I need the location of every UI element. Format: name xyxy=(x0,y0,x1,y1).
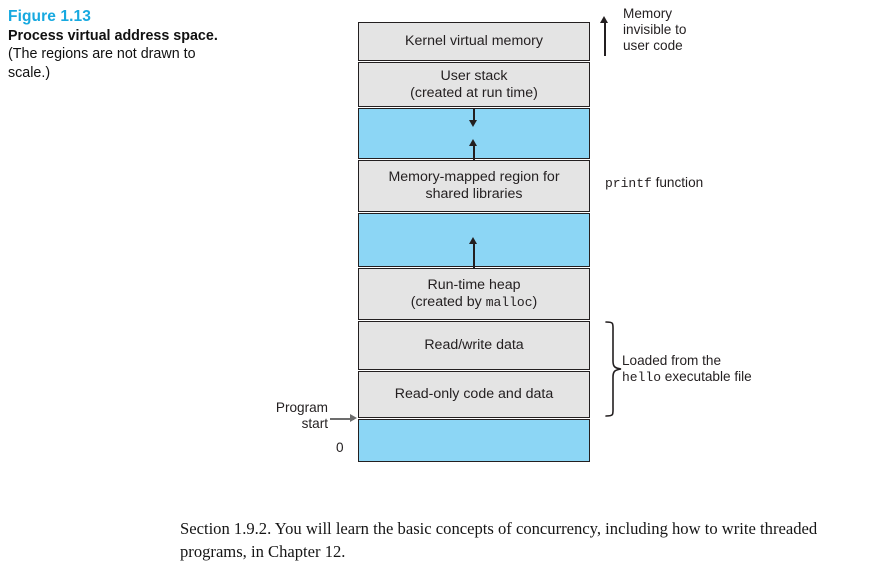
annotation-loaded-from-executable: Loaded from the hello executable file xyxy=(622,353,752,386)
region-read-write-data: Read/write data xyxy=(358,321,590,370)
heap-label-prefix: (created by xyxy=(410,294,486,310)
annotation-line-2: start xyxy=(301,416,328,432)
region-label: Run-time heap (created by malloc) xyxy=(411,277,537,311)
body-paragraph: Section 1.9.2. You will learn the basic … xyxy=(180,518,818,561)
heap-grows-up-arrow-shaft xyxy=(473,243,475,269)
annotation-line-1: Memory xyxy=(623,6,673,21)
mmap-grows-up-arrowhead-icon xyxy=(469,139,477,146)
figure-caption-title: Process virtual address space. xyxy=(8,28,218,44)
kernel-memory-arrow-shaft xyxy=(604,22,606,56)
region-user-stack: User stack (created at run time) xyxy=(358,62,590,107)
mmap-grows-up-arrow-shaft xyxy=(473,145,475,160)
stack-grows-down-arrowhead-icon xyxy=(469,120,477,127)
region-read-only-code-and-data: Read-only code and data xyxy=(358,371,590,418)
region-kernel-virtual-memory: Kernel virtual memory xyxy=(358,22,590,61)
address-zero-label: 0 xyxy=(336,440,344,455)
region-label: User stack (created at run time) xyxy=(410,68,538,102)
figure-number: Figure 1.13 xyxy=(8,8,91,25)
annotation-memory-invisible: Memory invisible to user code xyxy=(623,6,686,55)
region-label-line2: (created by malloc) xyxy=(411,294,537,310)
malloc-code-token: malloc xyxy=(485,295,533,310)
annotation-line-1: Loaded from the xyxy=(622,353,721,368)
program-start-arrow-shaft xyxy=(330,418,354,420)
region-unmapped-low-memory xyxy=(358,419,590,462)
program-start-arrowhead-icon xyxy=(350,414,357,422)
annotation-printf-function: printf function xyxy=(605,175,703,192)
figure-caption-text: Process virtual address space. (The regi… xyxy=(8,27,238,82)
region-label: Memory-mapped region for shared librarie… xyxy=(388,169,559,203)
region-label: Kernel virtual memory xyxy=(405,33,543,49)
region-run-time-heap: Run-time heap (created by malloc) xyxy=(358,268,590,320)
stack-grows-down-arrow-shaft xyxy=(473,108,475,123)
figure-caption: Figure 1.13 Process virtual address spac… xyxy=(8,8,238,82)
region-label-line1: Run-time heap xyxy=(427,277,521,293)
region-label-line2: (created at run time) xyxy=(410,84,538,101)
region-label: Read-only code and data xyxy=(394,386,554,402)
printf-code-token: printf xyxy=(605,176,652,191)
annotation-line-3: user code xyxy=(623,38,683,54)
region-label-line1: User stack xyxy=(440,67,508,84)
region-label-line2: shared libraries xyxy=(425,186,523,202)
region-memory-mapped: Memory-mapped region for shared librarie… xyxy=(358,160,590,212)
hello-code-token: hello xyxy=(622,370,662,386)
heap-label-suffix: ) xyxy=(532,294,538,310)
annotation-program-start: Program start xyxy=(238,400,328,432)
annotation-line-2: hello executable file xyxy=(622,369,752,386)
region-label-line1: Memory-mapped region for xyxy=(388,169,560,185)
kernel-memory-arrowhead-icon xyxy=(600,16,608,23)
loaded-from-brace-icon xyxy=(605,321,622,417)
process-virtual-address-space-diagram: Kernel virtual memory User stack (create… xyxy=(238,6,752,462)
heap-grows-up-arrowhead-icon xyxy=(469,237,477,244)
annotation-line-2: invisible to xyxy=(623,22,687,38)
loaded-label-rest: executable file xyxy=(661,369,752,385)
figure-caption-subtitle: (The regions are not drawn to scale.) xyxy=(8,46,196,81)
region-label: Read/write data xyxy=(424,337,524,353)
printf-label-rest: function xyxy=(651,175,704,190)
annotation-line-1: Program xyxy=(275,400,328,415)
